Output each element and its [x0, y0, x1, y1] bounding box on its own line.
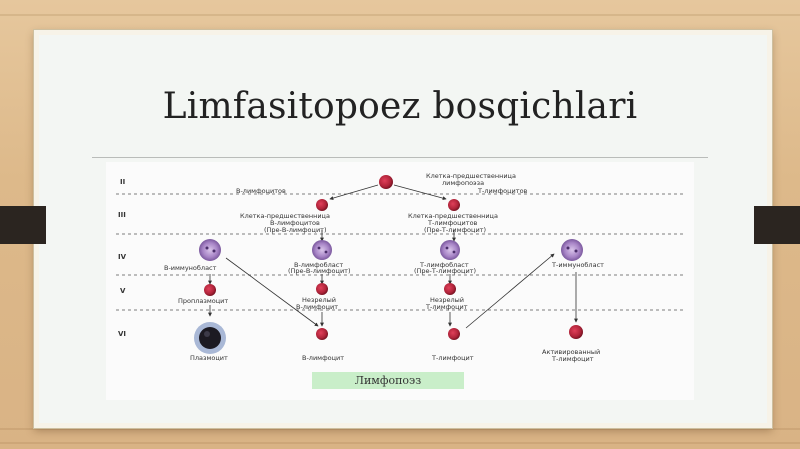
b-immunoblast-label: В-иммунобласт: [164, 264, 217, 272]
t-lymphocyte-label: Т-лимфоцит: [431, 354, 474, 362]
stage-label: II: [120, 178, 125, 186]
arrow: [329, 184, 379, 200]
immature-t-cell: [444, 283, 456, 295]
stage-label: III: [118, 211, 126, 219]
t-lymphocyte-cell: [448, 328, 460, 340]
wood-grain: [0, 428, 800, 430]
activated-t-label: Активированный Т-лимфоцит: [542, 348, 602, 363]
b-immunoblast-cell: [199, 239, 221, 261]
arrow: [225, 257, 319, 327]
diagram-caption: Лимфопоэз: [312, 372, 464, 389]
precursor-cell: [379, 175, 393, 189]
pre-t-cell: [448, 199, 460, 211]
proplasmocyte-cell: [204, 284, 216, 296]
t-lymphopoietin-label: Т-лимфоцитов: [477, 187, 528, 195]
b-lymphocyte-cell: [316, 328, 328, 340]
pre-b-label: Клетка-предшественница В-лимфоцитов (Пре…: [240, 212, 332, 234]
t-immunoblast-cell: [561, 239, 583, 261]
title-divider: [92, 157, 708, 158]
b-lymphoblast-label: В-лимфобласт (Пре-В-лимфоцит): [288, 261, 351, 275]
stage-label: V: [120, 287, 126, 295]
activated-t-cell: [569, 325, 583, 339]
t-immunoblast-label: Т-иммунобласт: [551, 261, 604, 269]
b-lymphopoietin-label: В-лимфоцитов: [236, 187, 286, 195]
pre-b-cell: [316, 199, 328, 211]
arrow: [393, 184, 447, 201]
pre-t-label: Клетка-предшественница Т-лимфоцитов (Пре…: [408, 212, 500, 234]
slide-title: Limfasitopoez bosqichlari: [162, 86, 638, 127]
precursor-label: Клетка-предшественница лимфопоэза: [426, 172, 518, 187]
t-lymphoblast-cell: [440, 240, 460, 260]
arrow: [465, 253, 555, 329]
b-lymphoblast-cell: [312, 240, 332, 260]
t-lymphoblast-label: Т-лимфобласт (Пре-Т-лимфоцит): [414, 261, 476, 275]
plasmocyte-label: Плазмоцит: [190, 354, 228, 362]
stage-label: IV: [118, 253, 127, 261]
immature-b-cell: [316, 283, 328, 295]
wood-grain: [0, 14, 800, 16]
wood-grain: [0, 442, 800, 444]
right-tab: [754, 206, 800, 244]
immature-t-label: Незрелый Т-лимфоцит: [425, 296, 468, 311]
b-lymphocyte-label: В-лимфоцит: [302, 354, 344, 362]
proplasmocyte-label: Проплазмоцит: [178, 297, 228, 305]
diagram-svg: II III IV V VI Клетка-предшественница ли…: [116, 172, 686, 363]
immature-b-label: Незрелый В-лимфоцит: [296, 296, 338, 311]
stage-label: VI: [118, 330, 126, 338]
lymphopoiesis-diagram: II III IV V VI Клетка-предшественница ли…: [106, 162, 694, 400]
left-tab: [0, 206, 46, 244]
